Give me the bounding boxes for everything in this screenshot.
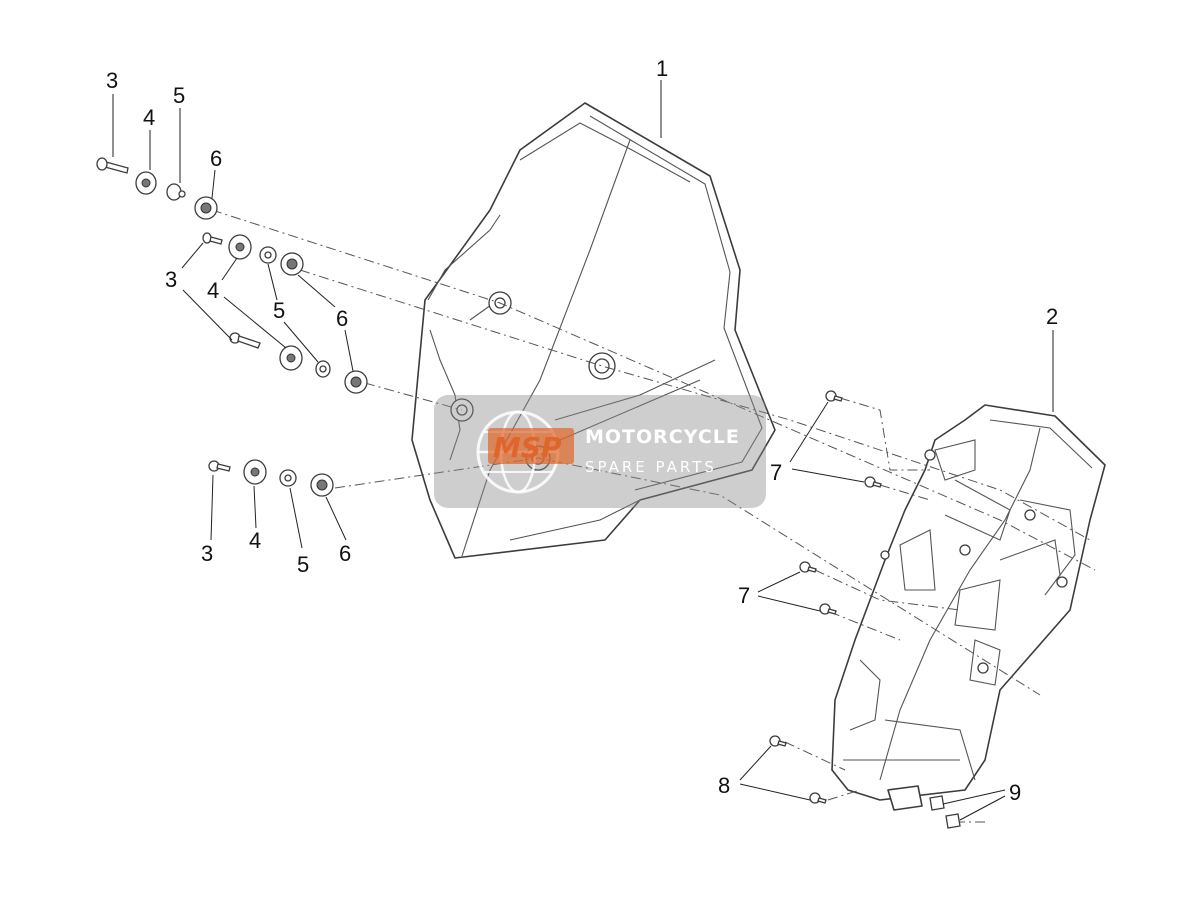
callout-9: 9 (1009, 780, 1021, 805)
hardware-row-middle (202, 232, 368, 394)
callout-1: 1 (656, 56, 668, 81)
grommet-4a (135, 171, 157, 195)
screw-3c (208, 460, 231, 472)
hardware-row-top (96, 157, 218, 220)
callout-3c: 3 (201, 541, 213, 566)
callout-5a: 5 (173, 83, 185, 108)
watermark-subtitle: SPARE PARTS (585, 458, 717, 476)
screw-3b-top (202, 232, 223, 245)
screws-8 (769, 735, 827, 804)
callout-5b: 5 (273, 298, 285, 323)
callout-7a: 7 (770, 460, 782, 485)
callout-6c: 6 (339, 541, 351, 566)
callout-6a: 6 (210, 146, 222, 171)
callout-4b: 4 (207, 278, 219, 303)
callout-7b: 7 (738, 583, 750, 608)
watermark-logo-text: MSP (493, 431, 562, 464)
callout-4a: 4 (143, 105, 155, 130)
callout-2: 2 (1046, 304, 1058, 329)
hardware-row-bottom (208, 459, 334, 497)
grommet-4b-top (228, 234, 252, 260)
callout-6b: 6 (336, 306, 348, 331)
spacer-6b-top (280, 252, 304, 276)
spacer-6a (194, 196, 218, 220)
callout-5c: 5 (297, 552, 309, 577)
nuts-9 (929, 795, 961, 829)
grommet-4b-bottom (279, 345, 303, 371)
screw-3b-bottom (229, 332, 261, 349)
callout-labels: 1 2 3 4 5 6 3 4 5 6 3 4 5 6 7 7 8 9 (106, 56, 1058, 805)
callout-3a: 3 (106, 68, 118, 93)
washer-5c (279, 469, 297, 487)
instrument-support-part-2 (831, 404, 1106, 811)
grommet-4c (243, 459, 267, 485)
watermark-title: MOTORCYCLE (585, 426, 740, 448)
spacer-6c (310, 473, 334, 497)
washer-5b-top (259, 246, 277, 264)
watermark: MSP MOTORCYCLE SPARE PARTS (434, 395, 766, 508)
callout-4c: 4 (249, 528, 261, 553)
callout-8: 8 (718, 773, 730, 798)
screw-3a (96, 157, 129, 174)
leader-lines (112, 80, 1054, 821)
washer-5a (166, 183, 186, 201)
washer-5b-bottom (315, 360, 331, 378)
assembly-center-lines (211, 209, 1096, 823)
spacer-6b-bottom (344, 370, 368, 394)
screws-7 (799, 390, 882, 615)
callout-3b: 3 (165, 267, 177, 292)
